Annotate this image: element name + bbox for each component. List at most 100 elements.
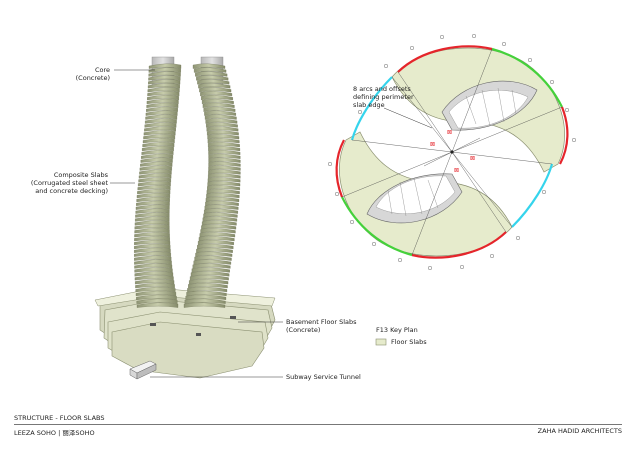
perimeter-column <box>459 264 465 270</box>
composite-slab-left <box>135 282 175 289</box>
composite-slab-left <box>136 302 179 308</box>
composite-slab-left <box>146 106 178 112</box>
f13-key-plan: ⊠ ⊠ ⊠ ⊠ <box>327 33 577 271</box>
composite-slab-right <box>200 91 233 97</box>
composite-slab-left <box>143 134 176 140</box>
composite-slab-left <box>138 177 171 183</box>
composite-slab-stack <box>134 63 241 308</box>
composite-slab-right <box>201 94 233 101</box>
composite-slab-right <box>199 232 236 238</box>
section-title: STRUCTURE - FLOOR SLABS <box>14 414 105 422</box>
perimeter-column <box>571 137 577 143</box>
perimeter-column <box>427 265 433 271</box>
subway-tunnel-label: Subway Service Tunnel <box>286 373 361 381</box>
composite-slab-right <box>201 224 237 230</box>
composite-slab-left <box>135 208 170 214</box>
composite-slab-left <box>140 157 173 163</box>
composite-slab-left <box>147 91 180 97</box>
composite-slab-right <box>202 216 238 222</box>
perimeter-column <box>383 63 389 69</box>
perimeter-arc-red-2 <box>559 106 569 165</box>
composite-slab-right <box>201 98 234 105</box>
composite-slab-left <box>134 239 171 246</box>
perimeter-column <box>334 191 340 197</box>
composite-slab-left <box>144 126 176 132</box>
composite-slab-right <box>204 110 236 116</box>
perimeter-column <box>549 79 555 85</box>
composite-slab-left <box>134 228 170 234</box>
composite-slab-right <box>200 228 236 234</box>
composite-slab-left <box>135 212 170 218</box>
composite-slab-left <box>136 200 170 206</box>
core-lower <box>366 173 463 224</box>
composite-slab-left <box>146 98 179 105</box>
perimeter-column <box>327 161 333 167</box>
legend-label-floor-slabs: Floor Slabs <box>391 338 427 346</box>
composite-slab-left <box>137 185 171 191</box>
svg-text:⊠: ⊠ <box>430 141 435 148</box>
composite-slab-left <box>144 118 177 124</box>
composite-slab-right <box>207 134 240 140</box>
composite-slab-left <box>135 286 176 293</box>
composite-slab-right <box>205 200 239 206</box>
footer-divider <box>14 424 622 425</box>
basement-slabs-label: Basement Floor Slabs (Concrete) <box>286 318 357 334</box>
composite-slab-right <box>204 204 239 210</box>
perimeter-column <box>489 253 495 259</box>
composite-slab-left <box>134 224 170 230</box>
perimeter-column <box>515 235 521 241</box>
composite-slab-right <box>197 239 234 246</box>
composite-slab-left <box>147 87 180 93</box>
composite-slab-left <box>148 67 181 73</box>
composite-slab-right <box>207 177 241 183</box>
composite-slab-right <box>199 87 232 93</box>
composite-slab-left <box>139 169 172 175</box>
composite-slab-left <box>134 255 172 261</box>
composite-slab-right <box>197 79 230 85</box>
composite-slab-right <box>207 181 241 187</box>
composite-slab-left <box>148 79 181 85</box>
arc-centres: ⊠ ⊠ ⊠ ⊠ <box>430 129 475 174</box>
composite-slab-right <box>193 67 227 73</box>
svg-text:⊠: ⊠ <box>447 129 452 136</box>
composite-slab-left <box>147 94 179 101</box>
svg-text:⊠: ⊠ <box>454 167 459 174</box>
composite-slab-right <box>189 275 229 281</box>
composite-slab-left <box>134 243 171 250</box>
perimeter-column <box>349 219 355 225</box>
composite-slab-right <box>205 118 238 124</box>
composite-slab-right <box>206 122 238 128</box>
composite-slab-left <box>141 145 174 152</box>
perimeter-column <box>371 241 377 247</box>
subway-tunnel <box>129 360 157 380</box>
composite-slab-right <box>208 145 241 152</box>
composite-slab-right <box>208 153 241 159</box>
composite-slab-left <box>134 251 171 257</box>
composite-slab-right <box>193 259 232 265</box>
composite-slab-right <box>197 243 234 250</box>
perimeter-arc-red-3 <box>411 231 507 259</box>
composite-slab-right <box>194 255 232 261</box>
composite-slab-left <box>140 161 173 167</box>
composite-slab-left <box>134 247 171 253</box>
perimeter-arc-cyan-1 <box>350 76 393 141</box>
perimeter-column <box>527 57 533 63</box>
composite-slab-left <box>134 267 173 273</box>
composite-slab-right <box>208 149 241 156</box>
composite-slab-left <box>137 181 171 187</box>
perimeter-arc-cyan-2 <box>511 163 554 228</box>
composite-slab-right <box>206 126 239 132</box>
composite-slab-left <box>134 275 174 281</box>
composite-slab-left <box>135 204 170 210</box>
perimeter-arc-red-4 <box>335 139 345 198</box>
composite-slab-right <box>183 302 226 308</box>
composite-slab-right <box>203 106 236 112</box>
composite-slab-left <box>135 290 177 297</box>
svg-text:⊠: ⊠ <box>470 155 475 162</box>
composite-slab-right <box>189 279 229 285</box>
composite-slab-right <box>208 161 241 167</box>
composite-slab-left <box>142 138 175 144</box>
composite-slab-right <box>204 114 237 120</box>
composite-slab-right <box>207 185 240 191</box>
